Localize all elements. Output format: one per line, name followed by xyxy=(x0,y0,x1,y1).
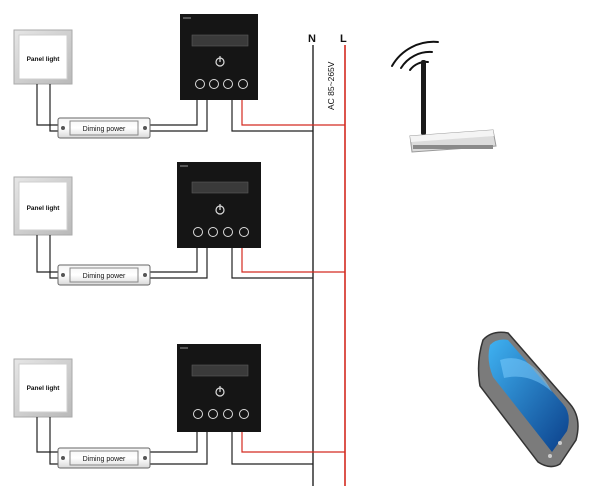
mode-icon[interactable] xyxy=(239,409,249,419)
bulb-cool-icon[interactable] xyxy=(208,227,218,237)
power-icon[interactable] xyxy=(215,204,225,215)
voltage-label: AC 85~265V xyxy=(326,61,336,110)
dimming-driver-label: Diming power xyxy=(83,456,126,463)
bulb-warm-icon[interactable] xyxy=(193,227,203,237)
bulb-warm-icon[interactable] xyxy=(195,79,205,89)
power-icon[interactable] xyxy=(215,56,225,67)
panel-light-label: Panel light xyxy=(27,56,61,63)
dimming-driver-label: Diming power xyxy=(83,126,126,133)
row-3: Panel light Diming power xyxy=(13,344,345,469)
wires xyxy=(36,84,345,132)
smartphone-icon xyxy=(477,331,579,468)
wall-controller xyxy=(177,344,261,432)
neutral-label: N xyxy=(308,33,316,45)
panel-light-label: Panel light xyxy=(27,205,61,212)
scene-icon[interactable] xyxy=(223,227,233,237)
wifi-router-icon xyxy=(409,60,497,153)
wall-controller xyxy=(180,14,258,100)
scene-icon[interactable] xyxy=(223,409,233,419)
dimming-driver-label: Diming power xyxy=(83,273,126,280)
wall-controller xyxy=(177,162,261,248)
dimming-driver: Diming power xyxy=(57,117,151,139)
panel-light: Panel light xyxy=(13,358,73,418)
bulb-warm-icon[interactable] xyxy=(193,409,203,419)
row-1: Panel light Diming power xyxy=(13,14,345,139)
bulb-cool-icon[interactable] xyxy=(209,79,219,89)
mode-icon[interactable] xyxy=(239,227,249,237)
panel-light-label: Panel light xyxy=(27,385,61,392)
dimming-driver: Diming power xyxy=(57,447,151,469)
wires xyxy=(36,235,345,279)
live-label: L xyxy=(340,33,347,45)
panel-light: Panel light xyxy=(13,29,73,85)
wifi-signal-icon xyxy=(391,40,439,71)
bulb-cool-icon[interactable] xyxy=(208,409,218,419)
mode-icon[interactable] xyxy=(238,79,248,89)
row-2: Panel light Diming power xyxy=(13,162,345,286)
scene-icon[interactable] xyxy=(223,79,233,89)
dimming-driver: Diming power xyxy=(57,264,151,286)
power-icon[interactable] xyxy=(215,386,225,397)
wires xyxy=(36,417,345,465)
panel-light: Panel light xyxy=(13,176,73,236)
